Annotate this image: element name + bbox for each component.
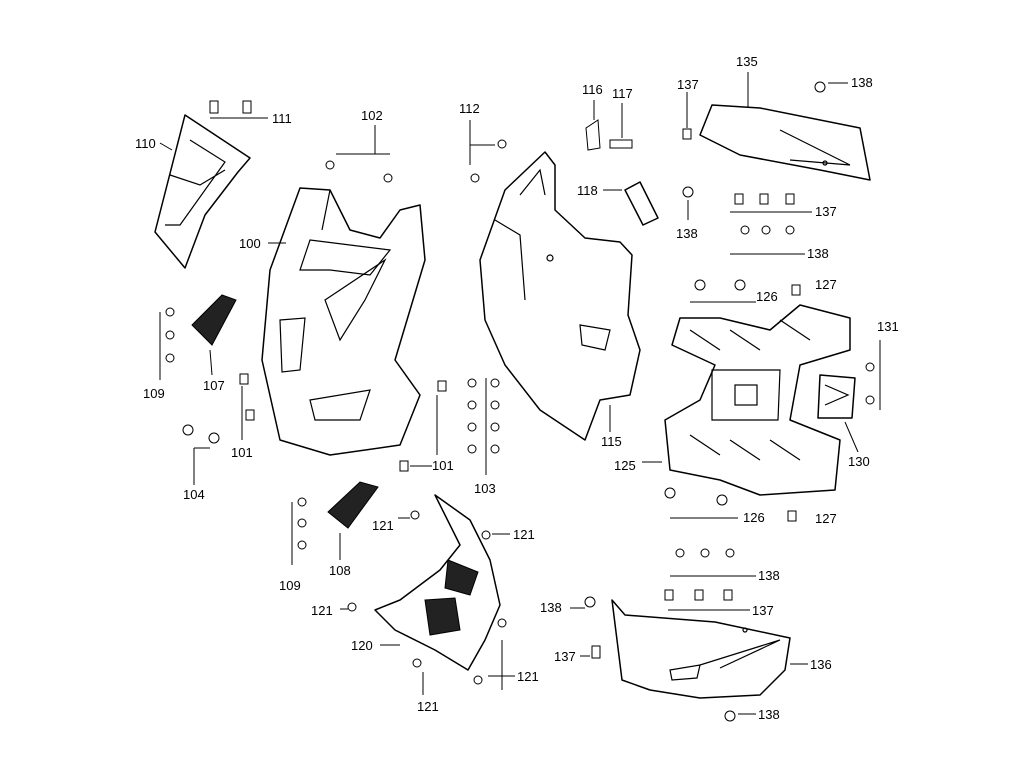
label-103: 103 xyxy=(474,481,496,496)
label-121b: 121 xyxy=(513,527,535,542)
label-112: 112 xyxy=(459,101,480,116)
clips-101a xyxy=(239,373,255,421)
label-138e: 138 xyxy=(540,600,562,615)
label-126a: 126 xyxy=(756,289,778,304)
nut-137a xyxy=(682,128,692,140)
part-120-lower-panel xyxy=(374,494,501,671)
screws-109a xyxy=(165,307,175,363)
label-111: 111 xyxy=(272,111,292,126)
screw-138f xyxy=(724,710,736,722)
part-labels: 100 101 101 102 103 104 107 108 109 109 … xyxy=(135,54,899,722)
label-101a: 101 xyxy=(231,445,253,460)
label-109b: 109 xyxy=(279,578,301,593)
bolts-126b xyxy=(664,487,728,506)
label-104: 104 xyxy=(183,487,205,502)
label-100: 100 xyxy=(239,236,261,251)
label-102: 102 xyxy=(361,108,383,123)
screws-103 xyxy=(467,378,500,454)
label-126b: 126 xyxy=(743,510,765,525)
part-116-clip xyxy=(585,119,601,151)
label-121a: 121 xyxy=(372,518,394,533)
part-110-front-cowl xyxy=(154,114,251,269)
screws-131 xyxy=(865,362,875,405)
label-138d: 138 xyxy=(758,568,780,583)
label-108: 108 xyxy=(329,563,351,578)
screw-138b xyxy=(682,186,694,198)
label-101b: 101 xyxy=(432,458,454,473)
label-121c: 121 xyxy=(311,603,333,618)
label-118: 118 xyxy=(577,183,598,198)
part-125-floor-board xyxy=(664,304,851,496)
screws-102 xyxy=(325,160,393,183)
label-110: 110 xyxy=(135,136,156,151)
label-135: 135 xyxy=(736,54,758,69)
bolts-126a xyxy=(694,279,746,291)
nut-137d xyxy=(591,645,601,659)
label-127a: 127 xyxy=(815,277,837,292)
label-120: 120 xyxy=(351,638,373,653)
nut-111a xyxy=(209,100,219,114)
clips-101b xyxy=(399,380,447,472)
part-135-side-cover xyxy=(699,104,871,181)
screws-121 xyxy=(347,510,507,685)
label-115: 115 xyxy=(601,434,622,449)
label-137d: 137 xyxy=(554,649,576,664)
label-131: 131 xyxy=(877,319,899,334)
label-138c: 138 xyxy=(807,246,829,261)
label-127b: 127 xyxy=(815,511,837,526)
nuts-137c xyxy=(664,589,733,601)
part-136-side-cover xyxy=(611,599,791,699)
label-137c: 137 xyxy=(752,603,774,618)
label-136: 136 xyxy=(810,657,832,672)
part-107-vent-grille xyxy=(191,294,237,346)
label-138b: 138 xyxy=(676,226,698,241)
label-125: 125 xyxy=(614,458,636,473)
label-121e: 121 xyxy=(417,699,439,714)
label-121d: 121 xyxy=(517,669,539,684)
label-130: 130 xyxy=(848,454,870,469)
screws-138d xyxy=(675,548,735,558)
label-137b: 137 xyxy=(815,204,837,219)
label-109a: 109 xyxy=(143,386,165,401)
part-117-bolt xyxy=(609,139,633,149)
nut-127a xyxy=(791,284,801,296)
part-108-vent-grille xyxy=(327,481,379,529)
part-130-cover xyxy=(817,374,856,419)
part-100-front-shield xyxy=(261,187,426,456)
part-118-pad xyxy=(624,181,659,226)
screw-138e xyxy=(584,596,596,608)
screws-112 xyxy=(470,139,507,183)
part-115-inner-panel xyxy=(479,151,641,441)
screws-138c xyxy=(740,225,795,235)
nut-111b xyxy=(242,100,252,114)
label-117: 117 xyxy=(612,86,633,101)
label-138f: 138 xyxy=(758,707,780,722)
nuts-137b xyxy=(734,193,795,205)
label-107: 107 xyxy=(203,378,225,393)
screws-109b xyxy=(297,497,307,550)
screw-138a xyxy=(814,81,826,93)
label-137a: 137 xyxy=(677,77,699,92)
nut-127b xyxy=(787,510,797,522)
fasteners-104 xyxy=(182,424,220,444)
label-116: 116 xyxy=(582,82,603,97)
label-138a: 138 xyxy=(851,75,873,90)
